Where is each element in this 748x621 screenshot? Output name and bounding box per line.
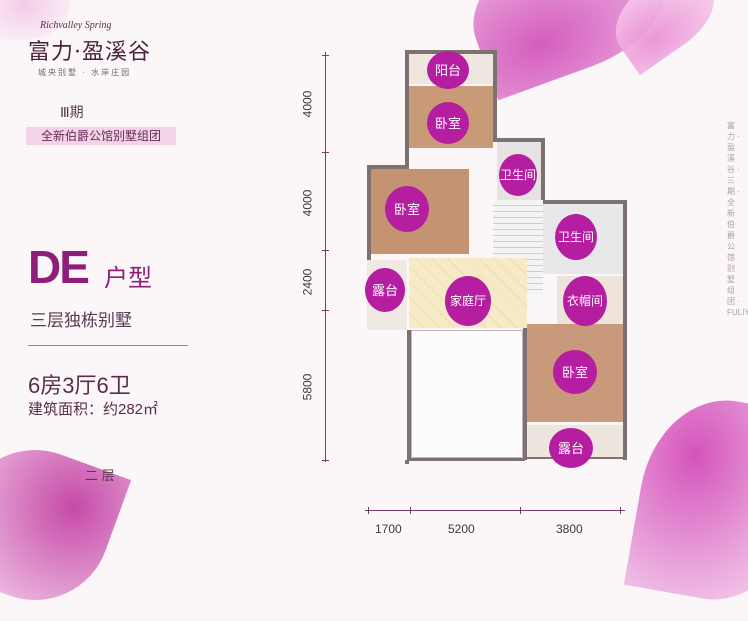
wall: [541, 200, 626, 204]
room-label-bedroom-top: 卧室: [427, 102, 469, 144]
dimension-tick: [368, 507, 369, 514]
horizontal-dimension-line: [365, 510, 625, 511]
divider: [28, 345, 188, 346]
floor-area: 建筑面积：约282㎡: [28, 401, 159, 418]
room-label-bedroom-left: 卧室: [385, 186, 429, 232]
wall: [493, 50, 497, 140]
room-label-terrace-right: 露台: [549, 428, 593, 468]
group-banner: 全新伯爵公馆别墅组团: [26, 127, 176, 145]
logo-script: Richvalley Spring: [40, 20, 112, 31]
phase-label: Ⅲ期: [60, 104, 84, 120]
logo: 富力·盈溪谷: [28, 40, 151, 65]
room-count: 6房3厅6卫: [28, 373, 131, 398]
room-label-cloakroom: 衣帽间: [563, 276, 607, 326]
logo-tagline: 城央别墅 · 水岸庄园: [38, 68, 132, 77]
wall: [367, 165, 371, 260]
dimension-tick: [520, 507, 521, 514]
villa-type: 三层独栋别墅: [30, 311, 132, 330]
dimension-label: 5200: [448, 522, 475, 536]
dimension-label: 4000: [300, 189, 315, 217]
room-label-bathroom-left: 卫生间: [499, 154, 537, 196]
vertical-dimension-line: [325, 52, 326, 462]
wall: [541, 138, 545, 200]
dimension-label: 3800: [556, 522, 583, 536]
decor-petal-right: [623, 387, 748, 613]
dimension-tick: [322, 250, 329, 251]
wall: [367, 165, 409, 169]
floor-plan: 阳台 卧室 卫生间 卧室 卫生间 露台 家庭厅 衣帽间 卧室 露台: [345, 50, 635, 470]
unit-type-code: DE: [28, 241, 90, 293]
wall: [523, 320, 527, 460]
floor-label: 二 层: [85, 468, 115, 483]
unit-type-suffix: 户型: [104, 265, 152, 292]
wall: [623, 200, 627, 460]
room-label-balcony: 阳台: [427, 51, 469, 89]
dimension-tick: [322, 310, 329, 311]
dimension-label: 1700: [375, 522, 402, 536]
wall: [405, 460, 409, 464]
dimension-tick: [322, 460, 329, 461]
wall: [493, 138, 545, 142]
wall: [405, 50, 409, 168]
dimension-label: 5800: [300, 373, 315, 401]
room-label-bathroom-right: 卫生间: [555, 214, 597, 260]
dimension-tick: [322, 55, 329, 56]
room-label-terrace-left: 露台: [365, 268, 405, 312]
room-label-family-hall: 家庭厅: [445, 276, 491, 326]
wall: [407, 458, 525, 461]
side-vertical-text: 富力 · 盈溪谷 · 三期 · 全新伯爵公馆别墅组团 · FULIYINGXIG…: [727, 121, 748, 317]
dimension-tick: [410, 507, 411, 514]
dimension-tick: [322, 152, 329, 153]
void-area: [411, 330, 523, 458]
dimension-tick: [620, 507, 621, 514]
dimension-label: 2400: [300, 268, 315, 296]
room-label-bedroom-right: 卧室: [553, 350, 597, 394]
dimension-label: 4000: [300, 90, 315, 118]
wall: [407, 330, 411, 460]
decor-petal-left: [0, 428, 132, 621]
